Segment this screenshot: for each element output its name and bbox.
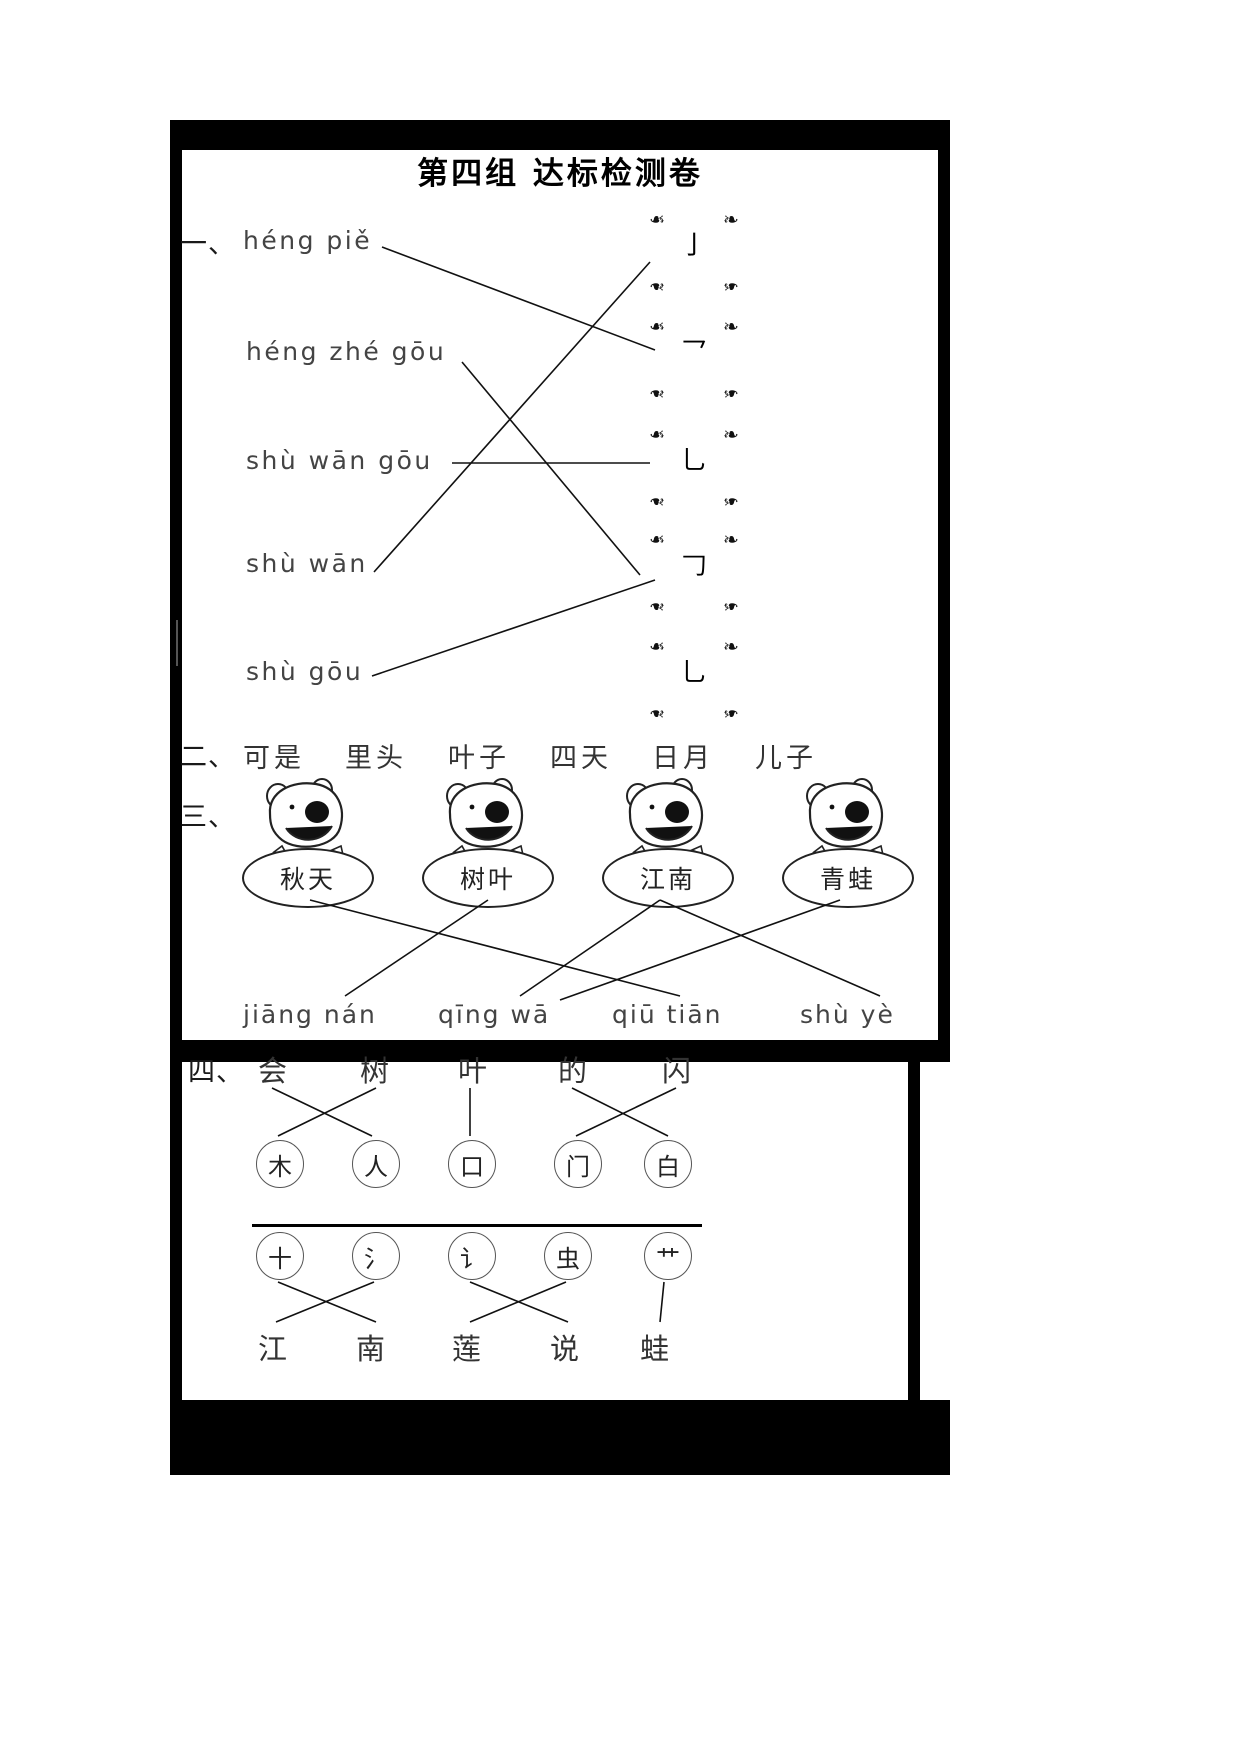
stroke-label-1: héng piě: [243, 226, 373, 255]
page-title: 第四组 达标检测卷: [417, 156, 703, 192]
leaf-ornament-icon: ❧: [723, 702, 739, 724]
word-item-6: 儿子: [755, 743, 817, 774]
bear-card-3[interactable]: 江南: [592, 778, 742, 930]
leaf-ornament-icon: ❧: [649, 382, 665, 404]
bear-card-2[interactable]: 树叶: [412, 778, 562, 930]
section-4-char-1: 会: [258, 1054, 288, 1088]
radical-circle-r1-1[interactable]: 木: [256, 1140, 304, 1188]
frame-bar-bottom: [170, 1400, 950, 1475]
section-4-answer-2: 南: [356, 1332, 386, 1366]
leaf-ornament-icon: ❧: [723, 595, 739, 617]
bear-icon: [266, 778, 345, 857]
section-4-char-2: 树: [360, 1054, 390, 1088]
radical-circle-r2-1[interactable]: 十: [256, 1232, 304, 1280]
leaf-ornament-icon: ❧: [649, 595, 665, 617]
stroke-label-3: shù wān gōu: [246, 446, 433, 475]
frame-bar-right-upper: [938, 150, 950, 1040]
section-4-answer-1: 江: [258, 1332, 288, 1366]
word-item-1: 可是: [243, 743, 305, 774]
stroke-card-5[interactable]: ❧ ❧ ❧ ❧ 乚: [640, 632, 748, 728]
margin-tick: [176, 620, 178, 666]
leaf-ornament-icon: ❧: [723, 209, 739, 231]
radical-circle-r1-3[interactable]: 口: [448, 1140, 496, 1188]
radical-circle-r1-4[interactable]: 门: [554, 1140, 602, 1188]
section-4-char-4: 的: [558, 1054, 588, 1088]
stroke-label-5: shù gōu: [246, 657, 364, 686]
stroke-label-4: shù wān: [246, 549, 368, 578]
bear-word-oval[interactable]: 江南: [602, 848, 734, 908]
bear-icon: [806, 778, 885, 857]
frame-bar-left-lower: [170, 1062, 182, 1400]
frame-bar-top: [170, 120, 950, 150]
section-3-pinyin-4: shù yè: [800, 1000, 895, 1029]
section-4-answer-3: 莲: [452, 1332, 482, 1366]
leaf-ornament-icon: ❧: [649, 702, 665, 724]
leaf-ornament-icon: ❧: [649, 490, 665, 512]
bear-card-1[interactable]: 秋天: [232, 778, 382, 930]
word-item-2: 里头: [345, 743, 407, 774]
leaf-ornament-icon: ❧: [723, 316, 739, 338]
section-4-answer-5: 蛙: [640, 1332, 670, 1366]
leaf-ornament-icon: ❧: [649, 316, 665, 338]
stroke-glyph: 亅: [680, 231, 707, 261]
radical-circle-r2-2[interactable]: 氵: [352, 1232, 400, 1280]
section-2-number: 二、: [180, 742, 236, 773]
leaf-ornament-icon: ❧: [649, 529, 665, 551]
radical-circle-r1-5[interactable]: 白: [644, 1140, 692, 1188]
radical-circle-r2-4[interactable]: 虫: [544, 1232, 592, 1280]
leaf-ornament-icon: ❧: [649, 424, 665, 446]
section-4-number: 四、: [188, 1057, 244, 1088]
radical-circle-r2-5[interactable]: 艹: [644, 1232, 692, 1280]
leaf-ornament-icon: ❧: [649, 275, 665, 297]
frame-bar-middle: [170, 1040, 950, 1062]
bear-word-oval[interactable]: 秋天: [242, 848, 374, 908]
leaf-ornament-icon: ❧: [723, 636, 739, 658]
bear-icon: [446, 778, 525, 857]
bear-card-4[interactable]: 青蛙: [772, 778, 922, 930]
bear-icon: [626, 778, 705, 857]
stroke-label-2: héng zhé gōu: [246, 337, 447, 366]
section-1-number: 一、: [180, 229, 236, 260]
stroke-glyph: 乛: [680, 338, 707, 368]
paper-panel-lower: [182, 1062, 908, 1400]
stroke-glyph: 乚: [680, 446, 707, 476]
leaf-ornament-icon: ❧: [649, 636, 665, 658]
stroke-card-4[interactable]: ❧ ❧ ❧ ❧ 𠃌: [640, 525, 748, 621]
section-3-pinyin-1: jiāng nán: [243, 1000, 377, 1029]
section-3-pinyin-3: qiū tiān: [612, 1000, 723, 1029]
section-4-divider: [252, 1224, 702, 1227]
stroke-card-3[interactable]: ❧ ❧ ❧ ❧ 乚: [640, 420, 748, 516]
word-item-3: 叶子: [448, 743, 510, 774]
bear-word-oval[interactable]: 树叶: [422, 848, 554, 908]
section-4-answer-4: 说: [550, 1332, 580, 1366]
word-item-5: 日月: [652, 743, 714, 774]
section-3-pinyin-2: qīng wā: [438, 1000, 551, 1029]
stroke-card-2[interactable]: ❧ ❧ ❧ ❧ 乛: [640, 312, 748, 408]
bear-word-oval[interactable]: 青蛙: [782, 848, 914, 908]
leaf-ornament-icon: ❧: [723, 490, 739, 512]
section-4-char-3: 叶: [458, 1054, 488, 1088]
leaf-ornament-icon: ❧: [723, 382, 739, 404]
frame-bar-left-upper: [170, 150, 182, 1040]
stroke-card-1[interactable]: ❧ ❧ ❧ ❧ 亅: [640, 205, 748, 301]
stroke-glyph: 乚: [680, 658, 707, 688]
section-3-number: 三、: [180, 802, 236, 833]
stroke-glyph: 𠃌: [680, 551, 707, 581]
word-item-4: 四天: [550, 743, 612, 774]
leaf-ornament-icon: ❧: [723, 275, 739, 297]
leaf-ornament-icon: ❧: [723, 529, 739, 551]
leaf-ornament-icon: ❧: [723, 424, 739, 446]
section-4-char-5: 闪: [662, 1054, 692, 1088]
frame-bar-right-lower: [908, 1062, 920, 1400]
leaf-ornament-icon: ❧: [649, 209, 665, 231]
radical-circle-r1-2[interactable]: 人: [352, 1140, 400, 1188]
radical-circle-r2-3[interactable]: 讠: [448, 1232, 496, 1280]
